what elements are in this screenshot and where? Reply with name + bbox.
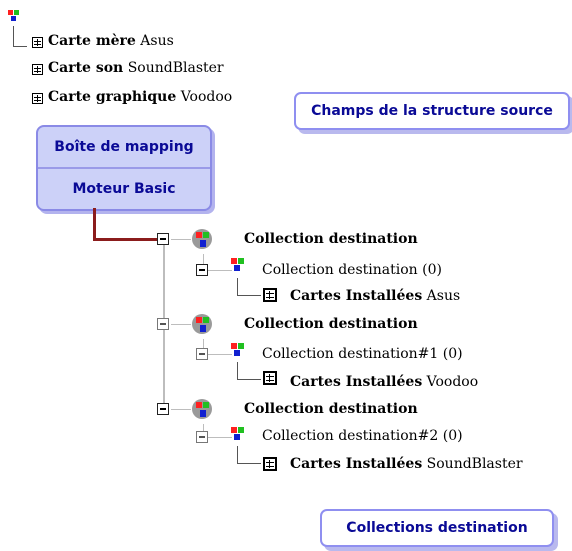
- collection-item-label[interactable]: Collection destination (0): [262, 262, 442, 278]
- tree-connector: [171, 239, 191, 240]
- tree-connector: [203, 424, 204, 432]
- collapse-icon[interactable]: [196, 431, 208, 443]
- table-icon: [32, 64, 43, 75]
- destination-field-label: Cartes Installées: [290, 456, 423, 472]
- tree-connector: [13, 46, 27, 47]
- tree-connector: [237, 362, 238, 380]
- basic-engine-label: Moteur Basic: [38, 167, 210, 209]
- rgb-cubes-icon: [8, 10, 19, 21]
- tree-connector: [208, 437, 232, 438]
- tree-connector: [171, 409, 191, 410]
- table-icon: [263, 288, 277, 302]
- sphere-cubes-icon: [192, 314, 212, 334]
- collection-label: Collection destination: [244, 316, 418, 332]
- sphere-cubes-icon: [192, 399, 212, 419]
- tree-connector: [237, 379, 261, 380]
- source-field-label: Carte graphique: [48, 89, 177, 105]
- tree-connector: [208, 270, 232, 271]
- collection-label: Collection destination: [244, 231, 418, 247]
- source-field-label: Carte mère: [48, 33, 136, 49]
- tree-connector: [237, 278, 238, 296]
- destination-field-value: Asus: [426, 288, 461, 304]
- collection-label: Collection destination: [244, 401, 418, 417]
- source-field-value: Asus: [140, 33, 174, 49]
- collection-item-label[interactable]: Collection destination#2 (0): [262, 428, 463, 444]
- destination-field[interactable]: Cartes Installées Voodoo: [290, 373, 478, 391]
- collection-item-label[interactable]: Collection destination#1 (0): [262, 346, 463, 362]
- tree-connector: [203, 339, 204, 349]
- mapping-connector: [93, 238, 157, 241]
- table-icon: [263, 457, 277, 471]
- collapse-icon[interactable]: [196, 264, 208, 276]
- tree-connector: [237, 446, 238, 464]
- destination-field-label: Cartes Installées: [290, 288, 423, 304]
- collapse-icon[interactable]: [157, 233, 169, 245]
- destination-collections-callout: Collections destination: [320, 509, 554, 547]
- tree-connector: [203, 254, 204, 266]
- rgb-cubes-icon: [231, 343, 244, 356]
- destination-field-label: Cartes Installées: [290, 374, 423, 390]
- destination-field[interactable]: Cartes Installées Asus: [290, 287, 460, 305]
- table-icon: [32, 37, 43, 48]
- source-field-value: Voodoo: [180, 89, 233, 105]
- tree-connector: [171, 324, 191, 325]
- mapping-connector: [93, 208, 96, 241]
- collapse-icon[interactable]: [196, 348, 208, 360]
- tree-connector: [208, 354, 232, 355]
- sphere-cubes-icon: [192, 229, 212, 249]
- tree-connector: [13, 26, 14, 47]
- rgb-cubes-icon: [231, 427, 244, 440]
- source-structure-callout: Champs de la structure source: [294, 92, 570, 130]
- source-field-value: SoundBlaster: [127, 60, 224, 76]
- collapse-icon[interactable]: [157, 318, 169, 330]
- callout-label: Collections destination: [346, 520, 528, 536]
- tree-connector: [237, 295, 261, 296]
- mapping-box-title: Boîte de mapping: [54, 139, 194, 155]
- destination-field-value: Voodoo: [426, 374, 479, 390]
- rgb-cubes-icon: [231, 258, 244, 271]
- mapping-box: Boîte de mapping Moteur Basic: [36, 125, 212, 211]
- collapse-icon[interactable]: [157, 403, 169, 415]
- destination-field-value: SoundBlaster: [426, 456, 523, 472]
- destination-field[interactable]: Cartes Installées SoundBlaster: [290, 455, 523, 473]
- callout-label: Champs de la structure source: [311, 103, 553, 119]
- table-icon: [263, 371, 277, 385]
- tree-connector: [237, 463, 261, 464]
- source-field-label: Carte son: [48, 60, 124, 76]
- table-icon: [32, 93, 43, 104]
